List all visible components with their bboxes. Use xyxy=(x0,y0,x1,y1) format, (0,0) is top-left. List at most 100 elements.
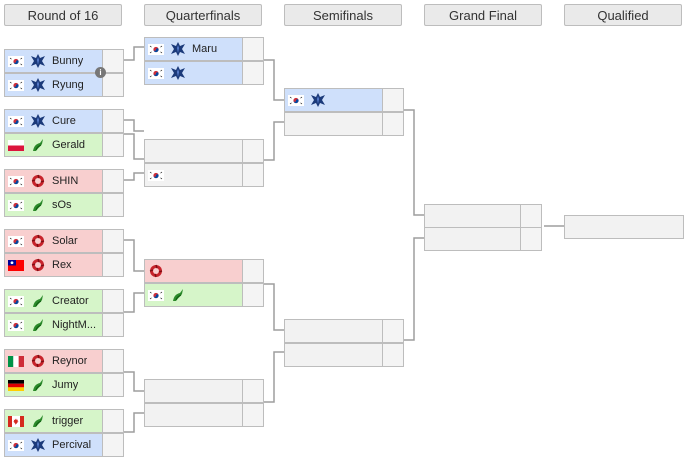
r16-slot-13[interactable]: trigger xyxy=(4,409,124,433)
qf-slot-7-name-area xyxy=(145,380,242,402)
r16-slot-4-name-area: Gerald xyxy=(5,134,102,156)
grand-final-slot-1-name xyxy=(425,205,520,227)
grand-final-slot-2-score xyxy=(520,228,541,250)
r16-slot-14[interactable]: Percival xyxy=(4,433,124,457)
flag-ca-icon xyxy=(8,415,24,427)
qf-slot-7[interactable] xyxy=(144,379,264,403)
player-name: Gerald xyxy=(52,139,86,151)
r16-slot-6[interactable]: sOs xyxy=(4,193,124,217)
r16-slot-10-score xyxy=(102,314,123,336)
player-name: Solar xyxy=(52,235,78,247)
sf-slot-4[interactable] xyxy=(284,343,404,367)
qf-slot-1-name-area: Maru xyxy=(145,38,242,60)
r16-slot-7-score xyxy=(102,230,123,252)
r16-slot-8[interactable]: Rex xyxy=(4,253,124,277)
sf-slot-4-name-area xyxy=(285,344,382,366)
sf-slot-2-score xyxy=(382,113,403,135)
qf-slot-7-score xyxy=(242,380,263,402)
flag-de-icon xyxy=(8,379,24,391)
qf-slot-3-score xyxy=(242,140,263,162)
terran-icon xyxy=(171,66,185,80)
qualified-slot[interactable] xyxy=(564,215,684,239)
protoss-icon xyxy=(33,295,43,307)
r16-slot-12-score xyxy=(102,374,123,396)
r16-slot-9[interactable]: Creator xyxy=(4,289,124,313)
protoss-icon xyxy=(173,289,183,301)
qf-slot-2-name-area xyxy=(145,62,242,84)
flag-kr-icon xyxy=(8,295,24,307)
protoss-icon xyxy=(33,199,43,211)
flag-kr-icon xyxy=(288,94,304,106)
r16-slot-6-name-area: sOs xyxy=(5,194,102,216)
zerg-icon xyxy=(31,354,45,368)
r16-slot-11-score xyxy=(102,350,123,372)
grand-final-slot-1-score xyxy=(520,205,541,227)
zerg-icon xyxy=(31,234,45,248)
player-name: Rex xyxy=(52,259,72,271)
player-name: trigger xyxy=(52,415,84,427)
flag-kr-icon xyxy=(148,43,164,55)
r16-slot-3[interactable]: Cure xyxy=(4,109,124,133)
terran-icon xyxy=(171,42,185,56)
qf-slot-8[interactable] xyxy=(144,403,264,427)
player-name: Jumy xyxy=(52,379,79,391)
r16-slot-9-name-area: Creator xyxy=(5,290,102,312)
qf-slot-3-name-area xyxy=(145,140,242,162)
player-name: Bunny xyxy=(52,55,84,67)
r16-slot-10[interactable]: NightM... xyxy=(4,313,124,337)
r16-slot-4-score xyxy=(102,134,123,156)
r16-slot-6-score xyxy=(102,194,123,216)
zerg-icon xyxy=(149,264,163,278)
qf-slot-1-score xyxy=(242,38,263,60)
r16-slot-1[interactable]: Bunny xyxy=(4,49,124,73)
r16-slot-13-name-area: trigger xyxy=(5,410,102,432)
sf-slot-3-score xyxy=(382,320,403,342)
qf-slot-5[interactable] xyxy=(144,259,264,283)
sf-slot-2[interactable] xyxy=(284,112,404,136)
grand-final-slot-2-name xyxy=(425,228,520,250)
r16-slot-14-score xyxy=(102,434,123,456)
protoss-icon xyxy=(33,139,43,151)
flag-tw-icon xyxy=(8,259,24,271)
r16-slot-12[interactable]: Jumy xyxy=(4,373,124,397)
r16-slot-2[interactable]: Ryung xyxy=(4,73,124,97)
flag-kr-icon xyxy=(8,235,24,247)
sf-slot-2-name-area xyxy=(285,113,382,135)
qf-slot-5-name-area xyxy=(145,260,242,282)
qf-slot-4[interactable] xyxy=(144,163,264,187)
round-header-grand-final: Grand Final xyxy=(424,4,542,26)
r16-slot-13-score xyxy=(102,410,123,432)
qf-slot-8-name-area xyxy=(145,404,242,426)
qf-slot-3[interactable] xyxy=(144,139,264,163)
r16-slot-5[interactable]: SHIN xyxy=(4,169,124,193)
qf-slot-6-score xyxy=(242,284,263,306)
terran-icon xyxy=(31,54,45,68)
flag-kr-icon xyxy=(8,55,24,67)
flag-kr-icon xyxy=(8,175,24,187)
r16-slot-14-name-area: Percival xyxy=(5,434,102,456)
qf-slot-6[interactable] xyxy=(144,283,264,307)
sf-slot-4-score xyxy=(382,344,403,366)
flag-kr-icon xyxy=(148,169,164,181)
r16-slot-3-name-area: Cure xyxy=(5,110,102,132)
grand-final-slot-1[interactable] xyxy=(424,204,542,228)
r16-slot-7[interactable]: Solar xyxy=(4,229,124,253)
r16-slot-4[interactable]: Gerald xyxy=(4,133,124,157)
flag-kr-icon xyxy=(148,67,164,79)
r16-slot-2-score xyxy=(102,74,123,96)
sf-slot-3[interactable] xyxy=(284,319,404,343)
sf-slot-1[interactable] xyxy=(284,88,404,112)
zerg-icon xyxy=(31,258,45,272)
protoss-icon xyxy=(33,415,43,427)
qf-slot-6-name-area xyxy=(145,284,242,306)
qf-slot-1[interactable]: Maru xyxy=(144,37,264,61)
qf-slot-2[interactable] xyxy=(144,61,264,85)
qualified-slot-name xyxy=(565,216,683,238)
flag-kr-icon xyxy=(8,79,24,91)
grand-final-slot-2[interactable] xyxy=(424,227,542,251)
player-name: SHIN xyxy=(52,175,79,187)
qf-slot-4-score xyxy=(242,164,263,186)
r16-slot-11[interactable]: Reynor xyxy=(4,349,124,373)
info-icon[interactable]: i xyxy=(95,67,106,78)
